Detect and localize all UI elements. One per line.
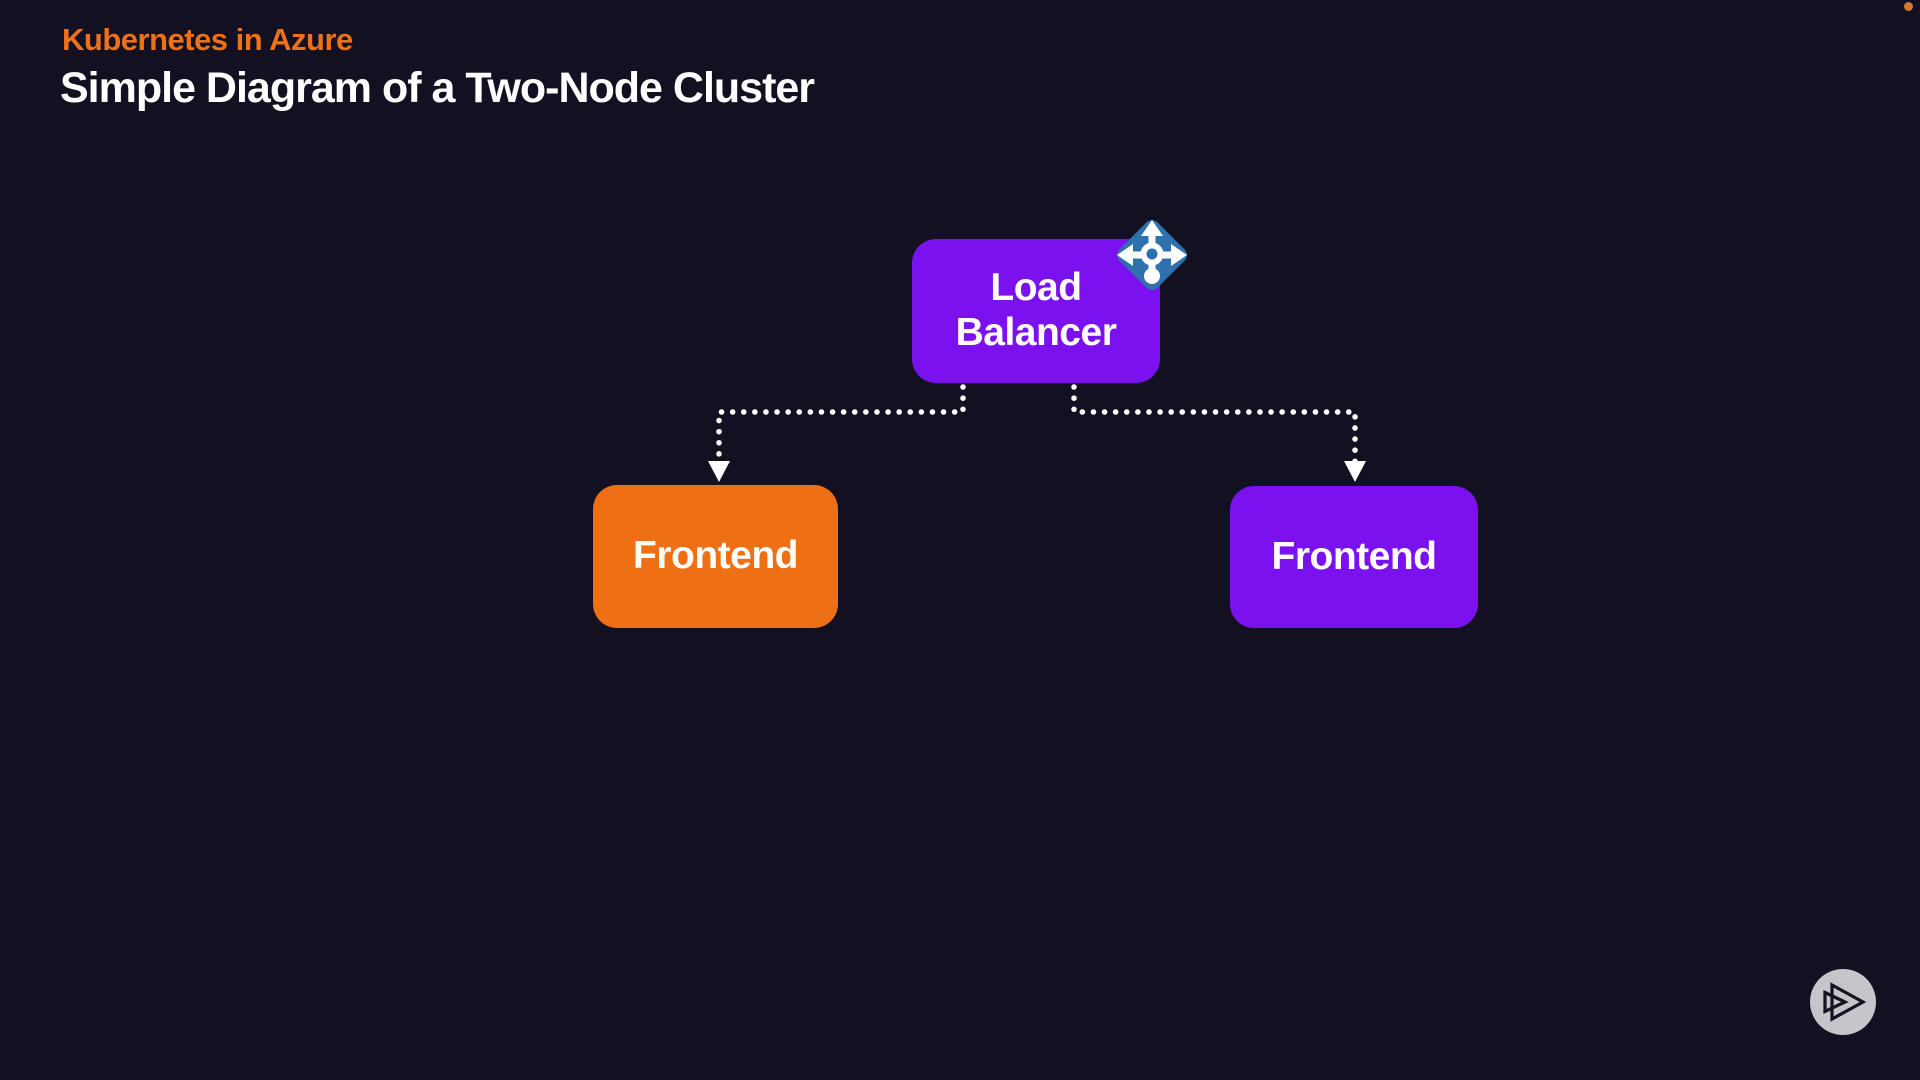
node-load-balancer: Load Balancer	[912, 239, 1160, 383]
node-frontend-left: Frontend	[593, 485, 838, 628]
slide-title: Simple Diagram of a Two-Node Cluster	[60, 64, 815, 112]
pluralsight-logo-icon	[1810, 969, 1876, 1035]
recording-indicator-dot	[1904, 2, 1913, 11]
arrowhead-left	[708, 461, 730, 482]
node-load-balancer-label: Load Balancer	[955, 266, 1117, 354]
node-frontend-right: Frontend	[1230, 486, 1478, 628]
arrowhead-right	[1344, 461, 1366, 482]
azure-load-balancer-icon	[1117, 220, 1187, 290]
course-title: Kubernetes in Azure	[62, 22, 353, 57]
edge-lb-to-frontend-right	[1071, 384, 1366, 482]
node-frontend-right-label: Frontend	[1271, 534, 1437, 578]
node-frontend-left-label: Frontend	[633, 534, 798, 578]
edge-lb-to-frontend-left	[708, 384, 966, 482]
